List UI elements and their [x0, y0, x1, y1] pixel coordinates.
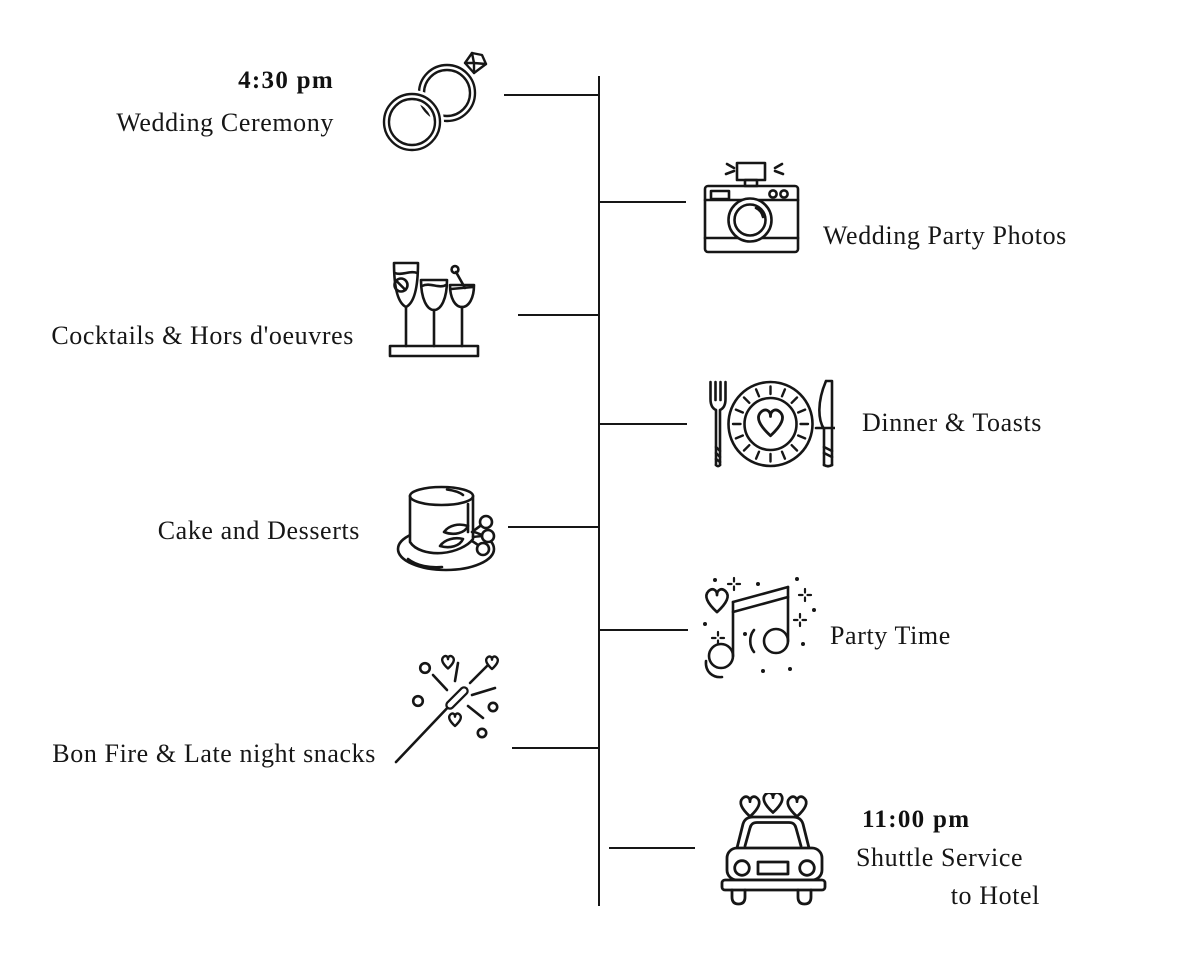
event-label: Wedding Ceremony — [116, 108, 334, 137]
event-label-line2: to Hotel — [950, 881, 1040, 910]
camera-icon — [703, 155, 800, 261]
cocktail-glasses-icon — [388, 261, 480, 358]
event-wedding-party-photos-text: Wedding Party Photos — [823, 221, 1067, 250]
event-label: Shuttle Service — [856, 843, 1024, 872]
dinner-plate-icon — [706, 377, 835, 471]
event-time: 11:00 pm — [862, 806, 971, 833]
connector-bonfire — [512, 747, 598, 749]
event-cocktails-text: Cocktails & Hors d'oeuvres — [24, 320, 354, 352]
event-cake-desserts-text: Cake and Desserts — [60, 515, 360, 547]
connector-dinner-toasts — [600, 423, 687, 425]
event-label: Bon Fire & Late night snacks — [52, 739, 376, 768]
connector-shuttle — [609, 847, 695, 849]
event-label: Cocktails & Hors d'oeuvres — [51, 321, 354, 350]
wedding-rings-icon — [381, 50, 491, 156]
music-notes-icon — [701, 576, 818, 681]
event-wedding-ceremony-text: 4:30 pm Wedding Ceremony — [33, 65, 334, 139]
timeline-spine — [598, 76, 600, 906]
event-dinner-toasts-text: Dinner & Toasts — [862, 408, 1043, 437]
sparkler-icon — [390, 653, 505, 768]
event-bonfire-text: Bon Fire & Late night snacks — [26, 738, 376, 770]
event-time: 4:30 pm — [238, 67, 334, 94]
connector-cake-desserts — [508, 526, 598, 528]
wedding-car-icon — [717, 793, 828, 908]
connector-cocktails — [518, 314, 598, 316]
event-label: Cake and Desserts — [157, 516, 360, 545]
connector-party-time — [600, 629, 688, 631]
cake-on-plate-icon — [384, 484, 496, 572]
connector-wedding-party-photos — [600, 201, 686, 203]
event-party-time-text: Party Time — [830, 621, 951, 650]
connector-wedding-ceremony — [504, 94, 598, 96]
event-shuttle-text: 11:00 pm Shuttle Service to Hotel — [856, 804, 1046, 912]
